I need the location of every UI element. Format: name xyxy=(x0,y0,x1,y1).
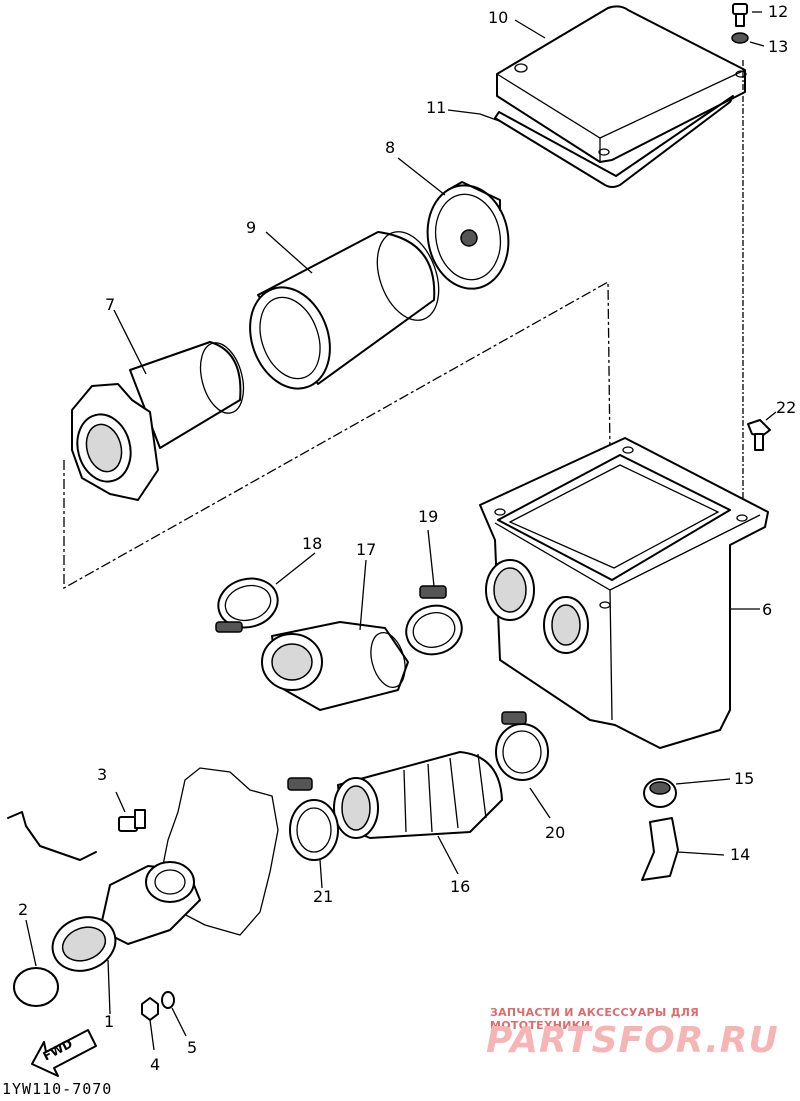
part-label-9: 9 xyxy=(246,218,257,237)
part-label-18: 18 xyxy=(302,534,323,553)
part-4-nut[interactable] xyxy=(141,997,159,1021)
watermark-tagline: ЗАПЧАСТИ И АКСЕССУАРЫ ДЛЯ МОТОТЕХНИКИ xyxy=(490,1006,700,1032)
part-8-filter-cap[interactable] xyxy=(420,179,517,295)
part-label-13: 13 xyxy=(768,37,789,56)
part-label-15: 15 xyxy=(734,769,755,788)
fwd-arrow-icon xyxy=(31,1029,97,1077)
part-label-3: 3 xyxy=(97,765,108,784)
part-label-1: 1 xyxy=(104,1012,115,1031)
part-label-5: 5 xyxy=(187,1038,198,1057)
part-22-screw[interactable] xyxy=(747,419,771,451)
part-16-intake-hose[interactable] xyxy=(333,751,503,839)
part-6-air-box[interactable] xyxy=(479,437,769,749)
part-20-clamp[interactable] xyxy=(495,711,549,781)
watermark-logo: PARTSFOR.RU xyxy=(486,1020,779,1061)
part-label-16: 16 xyxy=(450,877,471,896)
part-label-21: 21 xyxy=(313,887,334,906)
part-label-8: 8 xyxy=(385,138,396,157)
part-13-washer[interactable] xyxy=(731,32,749,44)
part-2-o-ring[interactable] xyxy=(13,967,59,1007)
part-18-clamp[interactable] xyxy=(213,572,283,634)
part-10-cover[interactable] xyxy=(496,5,747,163)
engine-head-outline xyxy=(159,767,279,936)
part-label-7: 7 xyxy=(105,295,116,314)
part-5-washer[interactable] xyxy=(161,991,175,1009)
part-label-22: 22 xyxy=(776,398,797,417)
leader-lines xyxy=(25,11,777,1051)
part-label-2: 2 xyxy=(18,900,29,919)
part-3-bolt[interactable] xyxy=(118,809,146,832)
part-label-10: 10 xyxy=(488,8,509,27)
part-7-filter-guide[interactable] xyxy=(70,338,251,501)
part-label-20: 20 xyxy=(545,823,566,842)
part-1-carb-joint[interactable] xyxy=(45,861,201,979)
part-14-drain-tube[interactable] xyxy=(641,817,679,881)
part-21-clamp[interactable] xyxy=(287,777,339,861)
part-17-joint[interactable] xyxy=(261,621,411,711)
part-label-6: 6 xyxy=(762,600,773,619)
part-label-4: 4 xyxy=(150,1055,161,1074)
part-label-11: 11 xyxy=(426,98,447,117)
part-12-bolt[interactable] xyxy=(732,3,748,27)
part-label-19: 19 xyxy=(418,507,439,526)
part-19-clamp[interactable] xyxy=(401,585,468,660)
part-15-drain-cap[interactable] xyxy=(643,778,677,808)
part-9-filter-element[interactable] xyxy=(237,223,451,400)
part-label-12: 12 xyxy=(768,2,789,21)
part-label-14: 14 xyxy=(730,845,751,864)
part-11-gasket[interactable] xyxy=(494,95,734,188)
diagram-code: 1YW110-7070 xyxy=(2,1080,113,1098)
part-label-17: 17 xyxy=(356,540,377,559)
